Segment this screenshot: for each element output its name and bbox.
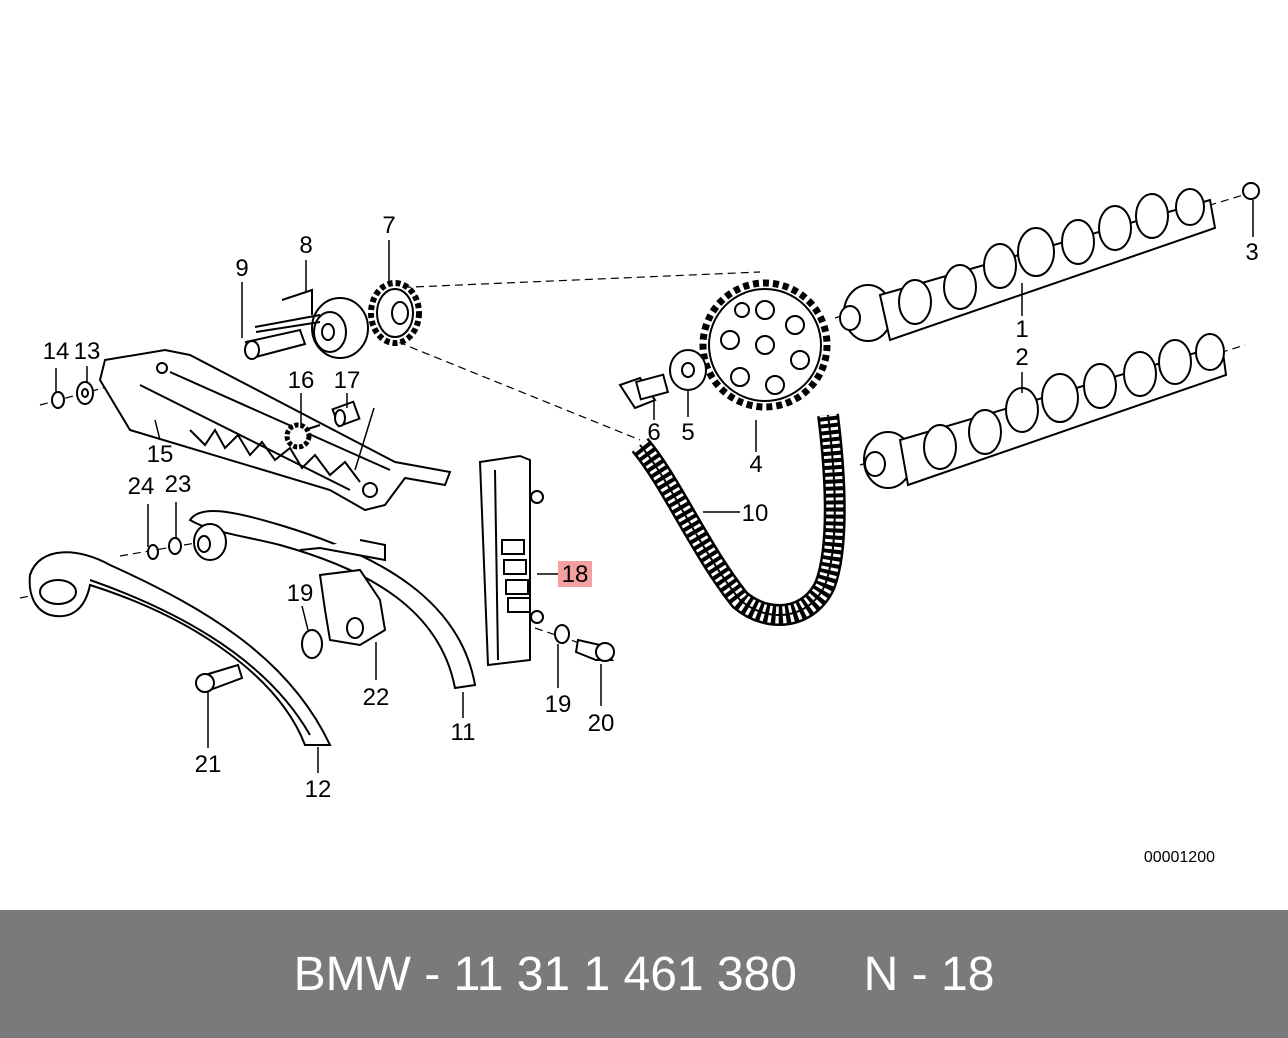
callout-20: 20 — [588, 710, 615, 737]
idler-pulley — [147, 523, 227, 561]
small-sprocket-7 — [368, 280, 422, 346]
callout-6: 6 — [647, 419, 660, 446]
callout-14: 14 — [43, 338, 70, 365]
callout-4: 4 — [749, 451, 762, 478]
camshaft-upper — [839, 182, 1260, 342]
callout-16: 16 — [288, 367, 315, 394]
callout-labels: 1 2 3 4 5 6 7 8 9 10 11 12 13 14 15 16 1… — [43, 212, 1259, 866]
tensioner-sprocket-8 — [254, 288, 369, 359]
callout-19-left: 19 — [287, 580, 314, 607]
callout-19-right: 19 — [545, 691, 572, 718]
guide-rail-15 — [98, 348, 452, 512]
callout-18: 18 — [562, 561, 589, 588]
highlight-box — [558, 561, 592, 587]
callout-10: 10 — [742, 500, 769, 527]
callout-2: 2 — [1015, 344, 1028, 371]
tensioner-22 — [301, 568, 387, 659]
bolt-6 — [618, 373, 670, 410]
callout-3: 3 — [1245, 239, 1258, 266]
timing-chain — [631, 413, 846, 626]
camshaft-sprocket — [699, 279, 831, 411]
washer-5 — [669, 349, 707, 391]
washer-19 — [554, 624, 570, 644]
callout-12: 12 — [305, 776, 332, 803]
bolt-20 — [574, 638, 615, 662]
callout-5: 5 — [681, 419, 694, 446]
callout-24: 24 — [128, 473, 155, 500]
callout-17: 17 — [334, 367, 361, 394]
callout-21: 21 — [195, 751, 222, 778]
part-number-text: BMW - 11 31 1 461 380 N - 18 — [293, 947, 995, 1001]
timing-chain-diagram: 1 2 3 4 5 6 7 8 9 10 11 12 13 14 15 16 1… — [19, 182, 1260, 866]
clip-14 — [51, 391, 65, 409]
callout-1: 1 — [1015, 316, 1028, 343]
callout-15: 15 — [147, 441, 174, 468]
washer-13 — [76, 381, 94, 405]
guide-rail-18 — [478, 454, 544, 667]
bolt-21 — [195, 663, 244, 693]
callout-8: 8 — [299, 232, 312, 259]
part-number-footer: BMW - 11 31 1 461 380 N - 18 — [0, 910, 1288, 1038]
callout-7: 7 — [382, 212, 395, 239]
camshaft-lower — [863, 333, 1228, 489]
callout-13: 13 — [74, 338, 101, 365]
callout-11: 11 — [451, 719, 476, 746]
gear-16 — [284, 422, 321, 450]
sleeve-17 — [331, 400, 361, 428]
guide-rail-12 — [28, 551, 332, 746]
callout-23: 23 — [165, 471, 192, 498]
callout-22: 22 — [363, 684, 390, 711]
callout-9: 9 — [235, 255, 248, 282]
reference-number: 00001200 — [1144, 849, 1215, 866]
bolt-9 — [244, 328, 307, 360]
leader-lines — [55, 200, 1254, 773]
